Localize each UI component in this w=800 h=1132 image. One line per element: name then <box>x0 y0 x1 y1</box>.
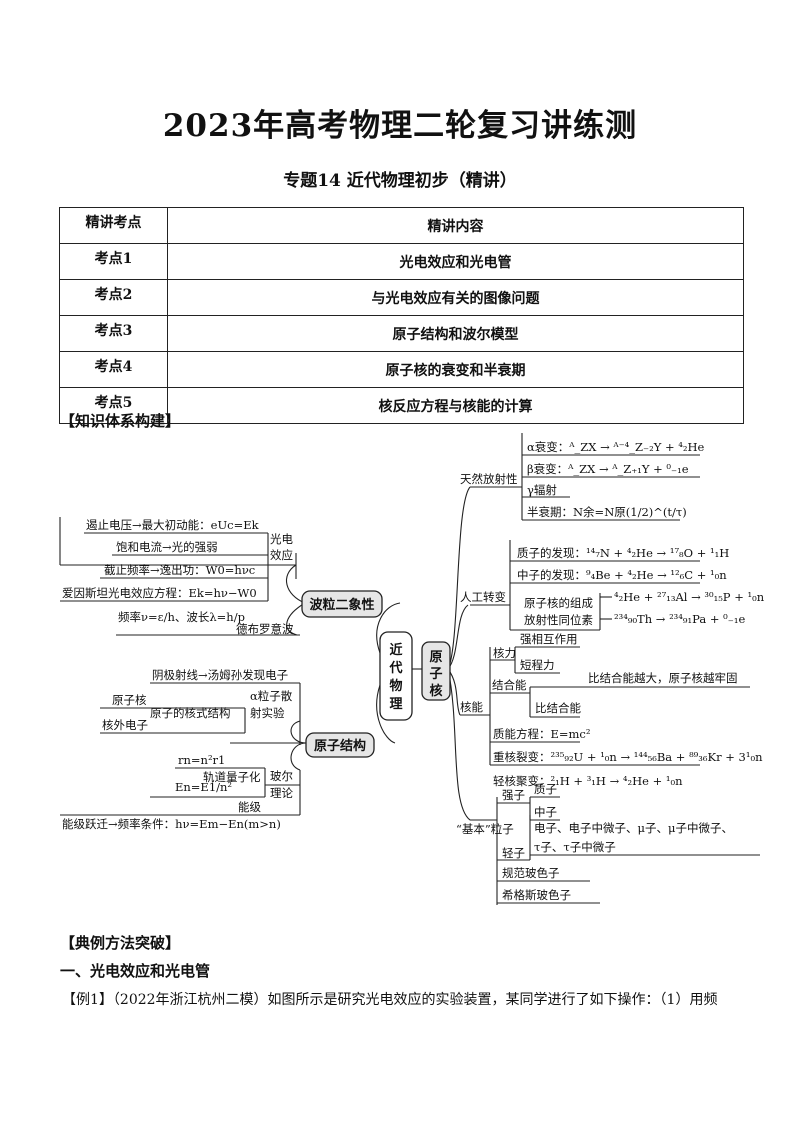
bohr-item: En=E1/n² <box>175 780 232 794</box>
natural-item: α衰变：ᴬ_ZX → ᴬ⁻⁴_Z₋₂Y + ⁴₂He <box>527 440 704 454</box>
topic-point: 考点4 <box>59 351 168 388</box>
photo-item: 爱因斯坦光电效应方程：Ek=hν−W0 <box>62 586 257 600</box>
bohr-group-label: 玻尔 <box>270 769 293 783</box>
artificial-item: 质子的发现：¹⁴₇N + ⁴₂He → ¹⁷₈O + ¹₁H <box>517 546 729 560</box>
hadron-item: 质子 <box>534 782 557 796</box>
atom-node <box>305 732 375 758</box>
energy-item: 轻核聚变：²₁H + ³₁H → ⁴₂He + ¹₀n <box>493 774 683 788</box>
artificial-item: 中子的发现：⁹₄Be + ⁴₂He → ¹²₆C + ¹₀n <box>517 568 727 582</box>
table-row: 考点1 光电效应和光电管 <box>59 243 744 280</box>
document-subtitle: 专题14 近代物理初步（精讲） <box>283 171 517 191</box>
center-label: 近代物理 <box>388 642 402 712</box>
energy-label: 核能 <box>460 700 483 714</box>
force-label: 核力 <box>493 646 516 660</box>
section-knowledge: 【知识体系构建】 <box>60 412 181 430</box>
boson-item: 规范玻色子 <box>502 866 560 880</box>
alpha-item: 原子的核式结构 <box>150 706 231 720</box>
table-header-cell: 精讲考点 <box>59 207 168 244</box>
alpha-group-label-2: 射实验 <box>250 706 285 720</box>
topic-point: 考点1 <box>59 243 168 280</box>
nucleus-node <box>421 641 451 701</box>
lepton-item: 电子、电子中微子、μ子、μ子中微子、 <box>534 821 733 835</box>
energy-item: 质能方程：E=mc² <box>493 727 591 741</box>
center-node <box>379 631 413 721</box>
cathode-item: 阴极射线→汤姆孙发现电子 <box>152 668 288 682</box>
atom-label: 原子结构 <box>314 738 366 754</box>
natural-item: γ辐射 <box>527 483 557 497</box>
natural-item: β衰变：ᴬ_ZX → ᴬ_Z₊₁Y + ⁰₋₁e <box>527 462 689 476</box>
alpha-item: 核外电子 <box>102 718 148 732</box>
bohr-item: rn=n²r1 <box>178 753 225 767</box>
debroglie-item: 频率ν=ε/h、波长λ=h/p <box>118 610 245 624</box>
document-title: 2023年高考物理二轮复习讲练测 <box>162 108 638 144</box>
binding-item: 比结合能 <box>535 701 581 715</box>
transition-item: 能级跃迁→频率条件：hν=Em−En(m>n) <box>62 817 281 831</box>
section-part1: 一、光电效应和光电管 <box>60 962 211 980</box>
natural-item: 半衰期：N余=N原(1/2)^(t/τ) <box>527 505 687 519</box>
hadron-item: 中子 <box>534 805 557 819</box>
knowledge-mindmap: 近代物理 原子核 波粒二象性 原子结构 光电 效应 遏止电压→最大初动能：eUc… <box>59 433 765 905</box>
hadron-label: 强子 <box>502 788 525 802</box>
bohr-item: 轨道量子化 <box>203 770 261 784</box>
photo-item: 遏止电压→最大初动能：eUc=Ek <box>86 518 260 532</box>
table-header-cell: 精讲内容 <box>167 207 744 244</box>
topic-content: 原子结构和波尔模型 <box>167 315 744 352</box>
binding-item: 比结合能越大，原子核越牢固 <box>588 671 738 685</box>
lepton-item: τ子、τ子中微子 <box>534 840 616 854</box>
topics-table: 精讲考点 精讲内容 考点1 光电效应和光电管 考点2 与光电效应有关的图像问题 … <box>59 207 744 424</box>
particles-label: “基本”粒子 <box>456 822 514 836</box>
topic-point: 考点3 <box>59 315 168 352</box>
table-header-row: 精讲考点 精讲内容 <box>59 207 744 244</box>
topic-content: 光电效应和光电管 <box>167 243 744 280</box>
force-item: 强相互作用 <box>520 632 578 646</box>
topic-content: 核反应方程与核能的计算 <box>167 387 744 424</box>
boson-item: 希格斯玻色子 <box>502 888 571 902</box>
section-methods: 【典例方法突破】 <box>60 934 181 952</box>
table-row: 考点5 核反应方程与核能的计算 <box>59 387 744 424</box>
photo-group-label-2: 效应 <box>270 548 293 562</box>
topic-content: 原子核的衰变和半衰期 <box>167 351 744 388</box>
bohr-item: 能级 <box>238 800 261 814</box>
table-row: 考点3 原子结构和波尔模型 <box>59 315 744 352</box>
nucleus-label: 原子核 <box>429 650 442 699</box>
natural-label: 天然放射性 <box>460 472 518 486</box>
table-row: 考点2 与光电效应有关的图像问题 <box>59 279 744 316</box>
energy-item: 重核裂变：²³⁵₉₂U + ¹₀n → ¹⁴⁴₅₆Ba + ⁸⁹₃₆Kr + 3… <box>493 750 763 764</box>
alpha-group-label: α粒子散 <box>250 689 293 703</box>
topic-content: 与光电效应有关的图像问题 <box>167 279 744 316</box>
artificial-item: ⁴₂He + ²⁷₁₃Al → ³⁰₁₅P + ¹₀n <box>614 590 765 604</box>
topic-point: 考点5 <box>59 387 168 424</box>
artificial-item: 放射性同位素 <box>524 613 593 627</box>
wave-label: 波粒二象性 <box>309 597 374 613</box>
artificial-item: ²³⁴₉₀Th → ²³⁴₉₁Pa + ⁰₋₁e <box>614 612 745 626</box>
table-row: 考点4 原子核的衰变和半衰期 <box>59 351 744 388</box>
example-paragraph: 【例1】（2022年浙江杭州二模）如图所示是研究光电效应的实验装置，某同学进行了… <box>62 992 718 1008</box>
binding-label: 结合能 <box>492 678 527 692</box>
photo-group-label: 光电 <box>270 532 293 546</box>
alpha-item: 原子核 <box>112 693 147 707</box>
lepton-label: 轻子 <box>502 846 525 860</box>
bohr-group-label-2: 理论 <box>270 786 293 800</box>
photo-item: 饱和电流→光的强弱 <box>116 540 218 554</box>
photo-item: 截止频率→逸出功：W0=hνc <box>104 563 255 577</box>
wave-node <box>301 590 383 618</box>
force-item: 短程力 <box>520 658 555 672</box>
topic-point: 考点2 <box>59 279 168 316</box>
debroglie-label: 德布罗意波 <box>236 622 294 636</box>
artificial-item: 原子核的组成 <box>524 596 593 610</box>
artificial-label: 人工转变 <box>460 590 506 604</box>
